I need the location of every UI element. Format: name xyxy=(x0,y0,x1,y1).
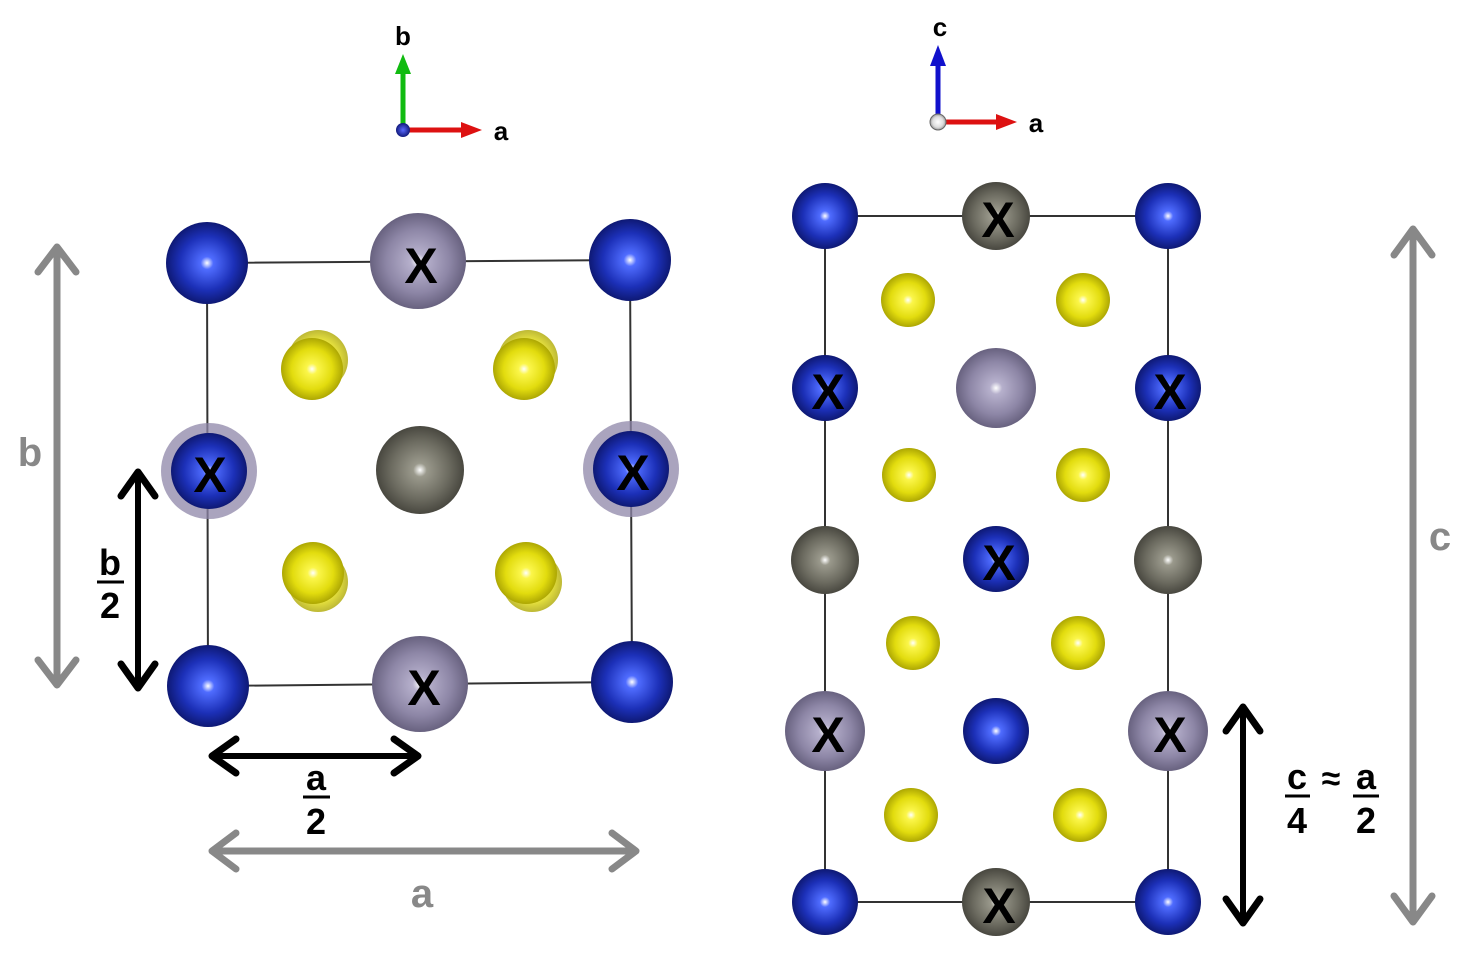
right-c-axis-arrowhead xyxy=(930,45,946,66)
half-b-numerator: b xyxy=(99,542,121,583)
half-b-arrowhead-bottom xyxy=(117,660,159,692)
x-marker: X xyxy=(407,660,440,716)
b-dimension-arrowhead-top xyxy=(34,243,80,276)
b-dimension-label: b xyxy=(18,431,42,475)
left-b-dimension: b xyxy=(18,243,80,689)
quarter-c-arrowhead-top xyxy=(1222,703,1264,735)
relation-approx-sign: ≈ xyxy=(1322,760,1341,798)
x-marker: X xyxy=(982,878,1015,934)
c-dimension-arrowhead-bottom xyxy=(1390,892,1436,926)
left-half-b: b 2 xyxy=(97,468,159,692)
atom-blue xyxy=(591,641,673,723)
atom-gray xyxy=(962,868,1030,936)
x-marker: X xyxy=(981,192,1014,248)
atom-blue xyxy=(792,355,858,421)
quarter-c-arrowhead-bottom xyxy=(1222,895,1264,927)
right-axis-triad: c a xyxy=(929,12,1044,138)
atom-blue xyxy=(1135,355,1201,421)
atom-yellow xyxy=(1051,616,1105,670)
atom-yellow xyxy=(886,616,940,670)
atom-lavender xyxy=(785,691,865,771)
half-a-arrowhead-right xyxy=(390,735,422,777)
x-marker: X xyxy=(193,447,226,503)
right-a-axis-label: a xyxy=(1029,108,1044,138)
a-dimension-arrowhead-left xyxy=(208,829,240,873)
atom-yellow xyxy=(1053,788,1107,842)
atom-gray xyxy=(376,426,464,514)
atom-yellow xyxy=(882,448,936,502)
c-dimension-label: c xyxy=(1429,515,1451,559)
atom-blue xyxy=(166,222,248,304)
atom-yellow xyxy=(1056,273,1110,327)
left-view: b a xyxy=(18,21,679,916)
half-b-denominator: 2 xyxy=(100,585,120,626)
c-dimension-arrowhead-top xyxy=(1390,225,1436,259)
half-a-numerator: a xyxy=(306,757,327,798)
atom-yellow xyxy=(881,273,935,327)
right-c-axis-label: c xyxy=(933,12,947,42)
relation-a-numerator: a xyxy=(1356,756,1377,797)
atom-lavender xyxy=(1128,691,1208,771)
right-b-axis-point xyxy=(929,113,947,131)
a-dimension-arrowhead-right xyxy=(608,829,640,873)
atom-blue xyxy=(1135,869,1201,935)
atom-yellow xyxy=(281,338,343,400)
right-a-axis-arrowhead xyxy=(996,114,1017,130)
atom-yellow xyxy=(495,542,557,604)
atom-yellow xyxy=(282,542,344,604)
atom-blue xyxy=(171,433,247,509)
left-a-axis-arrowhead xyxy=(461,122,482,138)
atom-blue xyxy=(792,183,858,249)
half-a-arrowhead-left xyxy=(208,735,240,777)
right-atoms xyxy=(785,182,1208,936)
left-a-axis-label: a xyxy=(494,116,509,146)
atom-blue xyxy=(792,869,858,935)
half-b-arrowhead-top xyxy=(117,468,159,500)
x-marker: X xyxy=(811,364,844,420)
atom-blue xyxy=(589,219,671,301)
atom-yellow xyxy=(884,788,938,842)
a-dimension-label: a xyxy=(411,872,434,916)
atom-blue xyxy=(167,645,249,727)
x-marker: X xyxy=(1153,707,1186,763)
atom-gray xyxy=(1134,526,1202,594)
left-c-axis-point xyxy=(396,123,410,137)
atom-yellow xyxy=(493,338,555,400)
right-quarter-c xyxy=(1222,703,1264,927)
left-b-axis-label: b xyxy=(395,21,411,51)
relation-c-numerator: c xyxy=(1287,756,1307,797)
relation-a-denominator: 2 xyxy=(1356,800,1376,841)
right-relation: c 4 ≈ a 2 xyxy=(1285,756,1379,841)
left-half-a: a 2 xyxy=(208,735,422,842)
x-marker: X xyxy=(616,445,649,501)
left-axis-triad: b a xyxy=(395,21,509,146)
atom-lavender xyxy=(370,213,466,309)
atom-lavender xyxy=(372,636,468,732)
atom-lavender xyxy=(956,348,1036,428)
x-marker: X xyxy=(404,238,437,294)
left-atoms xyxy=(161,213,679,732)
atom-blue xyxy=(593,431,669,507)
right-c-dimension: c xyxy=(1390,225,1451,926)
atom-gray xyxy=(962,182,1030,250)
atom-blue xyxy=(963,526,1029,592)
atom-yellow xyxy=(1056,448,1110,502)
atom-blue xyxy=(1135,183,1201,249)
x-marker: X xyxy=(982,535,1015,591)
relation-c-denominator: 4 xyxy=(1287,800,1307,841)
left-markers: X X X X xyxy=(193,238,649,716)
half-a-denominator: 2 xyxy=(306,801,326,842)
x-marker: X xyxy=(811,707,844,763)
x-marker: X xyxy=(1153,364,1186,420)
b-dimension-arrowhead-bottom xyxy=(34,656,80,689)
left-b-axis-arrowhead xyxy=(395,54,411,74)
right-view: c a xyxy=(785,12,1451,936)
atom-gray xyxy=(791,526,859,594)
atom-blue xyxy=(963,698,1029,764)
left-a-dimension: a xyxy=(208,829,640,916)
right-markers: X X X X X X X xyxy=(811,192,1186,934)
